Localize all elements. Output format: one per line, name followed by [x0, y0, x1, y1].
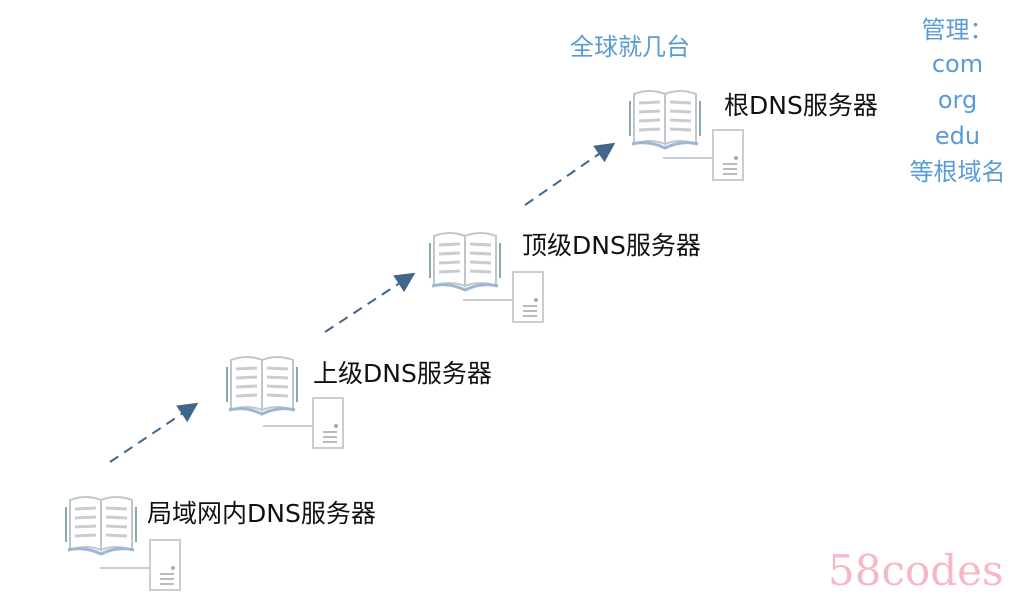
book-icon	[628, 89, 702, 150]
management-item: com	[931, 50, 984, 78]
management-item: edu	[934, 122, 981, 150]
management-box: 管理： com org edu 等根域名	[890, 18, 1025, 184]
node-label-upper: 上级DNS服务器	[313, 359, 492, 388]
root-note: 全球就几台	[570, 33, 690, 61]
node-label-tld: 顶级DNS服务器	[522, 231, 701, 260]
arrow-2	[324, 272, 416, 333]
book-icon	[225, 355, 299, 416]
management-item: org	[937, 86, 978, 114]
arrow-1	[109, 402, 199, 463]
management-footer: 等根域名	[909, 158, 1006, 186]
arrow-3	[524, 142, 616, 206]
node-label-local: 局域网内DNS服务器	[147, 499, 376, 528]
watermark: 58codes	[828, 546, 1004, 595]
node-label-root: 根DNS服务器	[724, 91, 878, 120]
book-icon	[428, 231, 502, 292]
book-icon	[64, 495, 138, 556]
management-title: 管理：	[921, 16, 994, 44]
